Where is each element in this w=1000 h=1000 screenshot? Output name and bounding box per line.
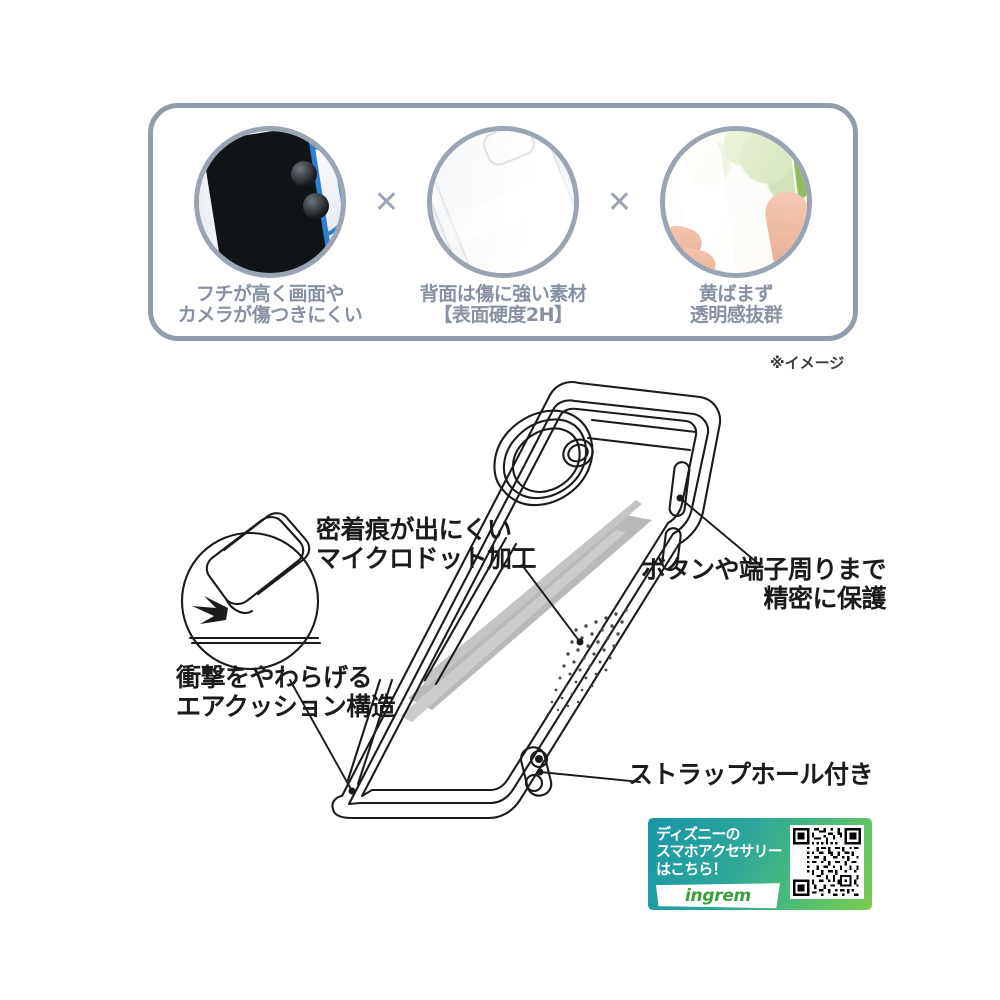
leader-aircushion-a [346, 678, 382, 782]
leader-strap [539, 771, 641, 783]
qr-code[interactable] [790, 825, 864, 899]
multiply-separator-icon-2: ✕ [606, 185, 633, 220]
label-button-port-protection: ボタンや端子周りまで 精密に保護 [640, 555, 887, 613]
leader-aircushion-main [289, 679, 353, 792]
phone-screen-edge-photo [194, 126, 346, 278]
feature-caption-anti-yellowing: 黄ばまず 透明感抜群 [688, 282, 784, 327]
aircushion-inset-circle [180, 531, 320, 671]
leader-buttons [679, 497, 761, 566]
microdot-texture-patch [546, 608, 628, 716]
clear-case-back-photo [426, 126, 579, 278]
aircushion-corner-bumper [224, 597, 254, 614]
label-microdot-processing: 密着痕が出にくい マイクロドット加工 [316, 515, 537, 573]
leader-strap-dot [536, 768, 544, 776]
impact-burst-icon [192, 596, 228, 624]
hand-holding-clear-case-photo [659, 126, 812, 278]
image-disclaimer-note: ※イメージ [770, 354, 845, 372]
leader-buttons-dot [676, 494, 684, 502]
highlight-band-narrow [400, 530, 626, 722]
strap-hole-bottom [524, 773, 544, 793]
feature-panel: フチが高く画面や カメラが傷つきにくい ✕ 背面は傷に強い素材 【表面硬度2H】… [148, 103, 858, 341]
feature-cell-anti-yellowing: 黄ばまず 透明感抜群 [641, 126, 831, 327]
flash-cutout-inner [567, 443, 589, 463]
case-outer-outline [331, 381, 722, 820]
leader-aircushion-dot [348, 787, 356, 795]
label-strap-hole: ストラップホール付き [628, 760, 874, 789]
feature-row: フチが高く画面や カメラが傷つきにくい ✕ 背面は傷に強い素材 【表面硬度2H】… [153, 108, 853, 336]
label-air-cushion-structure: 衝撃をやわらげる エアクッション構造 [176, 663, 396, 721]
volume-button-cutout [661, 527, 682, 572]
camera-plateau-line [590, 418, 698, 434]
case-inner-edge-2 [360, 407, 698, 798]
power-button-cutout [668, 461, 691, 517]
feature-caption-edge-height: フチが高く画面や カメラが傷つきにくい [176, 282, 364, 327]
disney-accessory-qr-banner[interactable]: ディズニーの スマホアクセサリー はこちら！ ingrem [648, 818, 872, 910]
camera-plateau-line-2 [586, 436, 692, 452]
qr-banner-line-2: スマホアクセサリー [656, 842, 783, 861]
multiply-separator-icon-1: ✕ [373, 185, 400, 220]
highlight-band-lower [420, 500, 642, 686]
feature-cell-edge-height: フチが高く画面や カメラが傷つきにくい [175, 126, 365, 327]
qr-banner-line-3: はこちら！ [656, 859, 727, 878]
case-diagram [180, 381, 761, 820]
leader-aircushion-b [356, 678, 394, 786]
ingrem-logo-text: ingrem [685, 885, 751, 906]
leader-microdot-b [434, 542, 518, 686]
flash-cutout [562, 438, 594, 468]
feature-caption-scratch-resistant: 背面は傷に強い素材 【表面硬度2H】 [418, 282, 588, 327]
camera-island-cutout-inner [512, 427, 581, 494]
camera-island-cutout-outer [493, 409, 594, 507]
qr-banner-line-1: ディズニーの [656, 825, 740, 843]
feature-cell-scratch-resistant: 背面は傷に強い素材 【表面硬度2H】 [408, 126, 598, 327]
strap-hole-top [529, 749, 549, 769]
leader-microdot-dot [576, 638, 584, 646]
qr-banner-text-block: ディズニーの スマホアクセサリー はこちら！ ingrem [656, 825, 784, 909]
ingrem-logo-plate: ingrem [656, 883, 780, 909]
aircushion-phone-outline [205, 516, 305, 606]
strap-hole-top-inner [535, 755, 543, 763]
leader-microdot-main [521, 564, 581, 643]
leader-microdot-a [423, 536, 508, 682]
aircushion-phone-outline-2 [222, 512, 311, 596]
